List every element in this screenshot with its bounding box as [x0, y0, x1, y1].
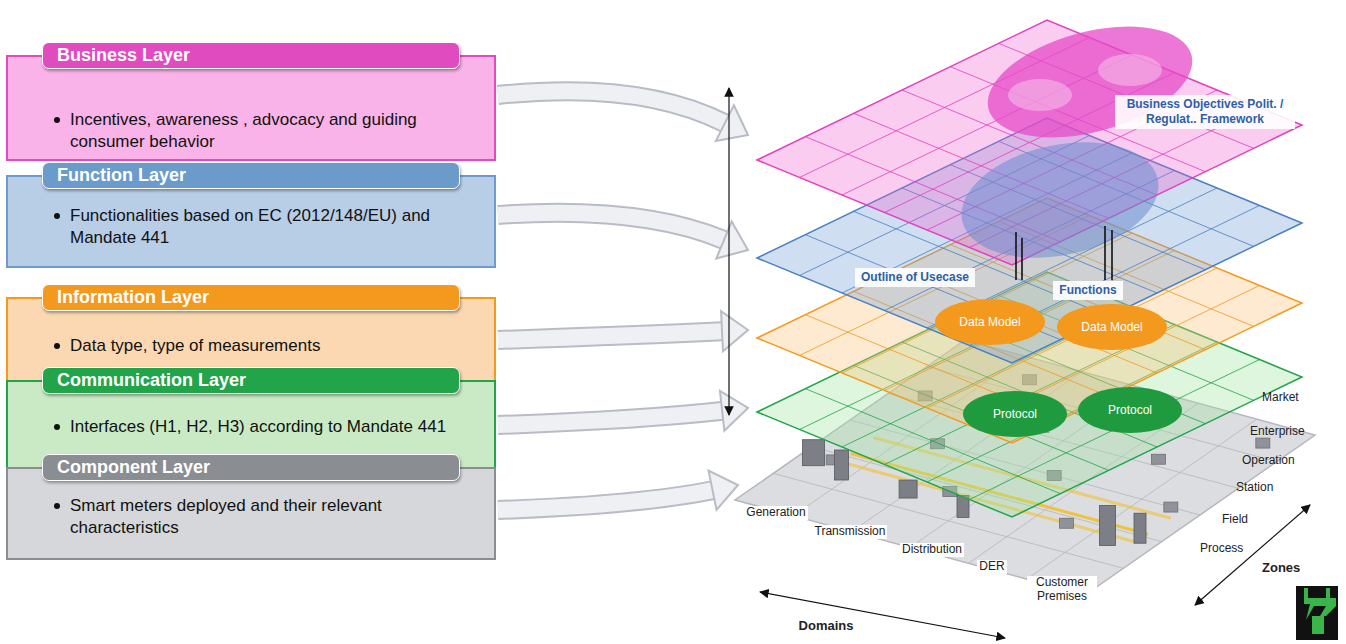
pointer-arrow-outline	[498, 490, 713, 510]
label-box: Functions	[1053, 281, 1122, 300]
pointer-arrow-outline	[498, 91, 725, 123]
pointer-arrow-body	[498, 411, 722, 425]
building	[803, 440, 825, 466]
zone-label: Zones	[1262, 561, 1300, 576]
building	[835, 450, 849, 480]
function-link	[1111, 230, 1113, 280]
layer-heading-tab: Business Layer	[42, 42, 460, 69]
layer-heading: Communication Layer	[57, 370, 246, 391]
zone-label: Field	[1222, 513, 1248, 527]
pointer-arrow-outline	[498, 213, 724, 240]
pointer-arrow-head	[721, 311, 748, 351]
domain-label: Generation	[744, 506, 807, 520]
function-link	[1015, 232, 1017, 280]
objective-subarea	[1098, 54, 1162, 86]
device-box	[1060, 518, 1074, 528]
pointer-arrow-outline	[498, 411, 722, 425]
layer-description: Interfaces (H1, H2, H3) according to Man…	[8, 416, 494, 438]
pointer-arrow-outline	[498, 331, 722, 340]
domain-label: Customer Premises	[1027, 576, 1097, 604]
callout-text: Business Objectives Polit. / Regulat.. F…	[1127, 97, 1284, 126]
layer-box: Business LayerIncentives, awareness , ad…	[6, 55, 496, 161]
plug-logo	[1312, 616, 1324, 634]
ellipse-label: Data Model	[1081, 320, 1142, 334]
ellipse-label: Protocol	[1108, 403, 1152, 417]
layer-heading: Component Layer	[57, 457, 210, 478]
layer-description-text: Smart meters deployed and their relevant…	[70, 495, 476, 539]
device-box	[1152, 454, 1166, 464]
function-link	[1104, 226, 1106, 280]
label-box: Outline of Usecase	[855, 268, 975, 287]
domain-label: Domains	[799, 619, 854, 634]
zone-label: Operation	[1242, 454, 1295, 468]
label-box: Business Objectives Polit. / Regulat.. F…	[1115, 95, 1295, 129]
bullet-dot	[54, 117, 60, 123]
layer-heading-tab: Communication Layer	[42, 367, 460, 394]
callout-text: Functions	[1059, 283, 1116, 297]
layer-description: Functionalities based on EC (2012/148/EU…	[8, 205, 494, 249]
pointer-arrow-head	[716, 105, 748, 141]
pointer-arrow-head	[720, 391, 748, 431]
domain-label: Transmission	[813, 525, 888, 539]
layer-description: Data type, type of measurements	[8, 335, 494, 357]
pointer-arrow-body	[498, 213, 724, 240]
plug-logo	[1306, 588, 1328, 598]
device-box	[1164, 502, 1178, 512]
layer-description: Smart meters deployed and their relevant…	[8, 495, 494, 539]
logo-ground	[1296, 586, 1338, 640]
layer-heading: Function Layer	[57, 165, 186, 186]
ellipse-label: Data Model	[959, 315, 1020, 329]
function-link	[1021, 238, 1023, 280]
zone-label: Station	[1236, 481, 1273, 495]
device-box	[1256, 438, 1270, 448]
zone-axis	[1195, 505, 1310, 605]
layer-description: Incentives, awareness , advocacy and gui…	[8, 109, 494, 153]
building	[1134, 513, 1146, 543]
ellipse-node: Data Model	[1057, 304, 1167, 350]
ellipse-label: Protocol	[993, 407, 1037, 421]
bullet-dot	[54, 343, 60, 349]
building	[1100, 506, 1116, 546]
pointer-arrow-body	[498, 490, 713, 510]
layer-axis	[728, 88, 729, 415]
objective-area	[976, 7, 1205, 158]
layer-heading: Business Layer	[57, 45, 190, 66]
function-area	[951, 125, 1169, 274]
layer-description-text: Data type, type of measurements	[70, 335, 320, 357]
building	[899, 480, 917, 498]
objective-subarea	[1008, 79, 1072, 111]
domain-label: Distribution	[900, 543, 964, 557]
pointer-arrow-head	[716, 222, 748, 259]
zone-label: Process	[1200, 542, 1243, 556]
ellipse-node: Protocol	[1078, 387, 1182, 433]
layer-heading-tab: Information Layer	[42, 284, 460, 311]
bullet-dot	[54, 424, 60, 430]
layer-description-text: Interfaces (H1, H2, H3) according to Man…	[70, 416, 446, 438]
layer-heading: Information Layer	[57, 287, 209, 308]
zone-label: Enterprise	[1250, 425, 1305, 439]
layer-description-text: Incentives, awareness , advocacy and gui…	[70, 109, 476, 153]
layer-description-text: Functionalities based on EC (2012/148/EU…	[70, 205, 476, 249]
layer-box: Component LayerSmart meters deployed and…	[6, 467, 496, 560]
ellipse-node: Protocol	[963, 391, 1067, 437]
pointer-arrow-body	[498, 331, 722, 340]
ellipse-node: Data Model	[935, 299, 1045, 345]
pointer-arrow-body	[498, 91, 725, 123]
bullet-dot	[54, 503, 60, 509]
layer-heading-tab: Function Layer	[42, 162, 460, 189]
zone-label: Market	[1262, 391, 1299, 405]
callout-text: Outline of Usecase	[861, 270, 969, 284]
layer-heading-tab: Component Layer	[42, 454, 460, 481]
domain-axis	[760, 592, 1005, 638]
bullet-dot	[54, 213, 60, 219]
domain-label: DER	[977, 560, 1006, 574]
pointer-arrow-head	[709, 471, 738, 510]
layer-box: Function LayerFunctionalities based on E…	[6, 175, 496, 268]
